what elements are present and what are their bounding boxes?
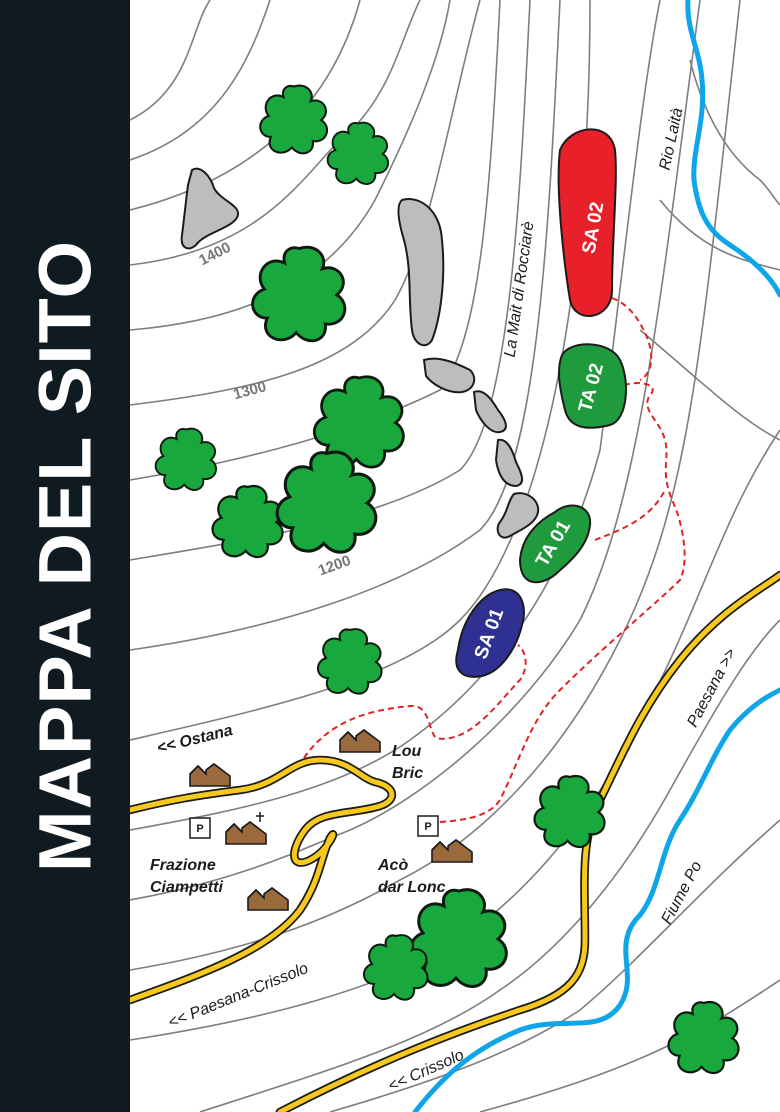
tree: [251, 245, 347, 343]
tree: [211, 484, 284, 559]
house-icon: [431, 839, 473, 863]
lou-bric-label-line1: Lou: [392, 743, 422, 760]
zones[interactable]: SA 02 TA 02 TA 01 SA 01: [455, 128, 627, 678]
frazione-label-line2: Ciampetti: [150, 879, 223, 896]
parking-sign: P: [189, 817, 211, 839]
lou-bric-label-line2: Bric: [392, 765, 423, 782]
frazione-label-line1: Frazione: [150, 857, 216, 874]
contour-label-1300: 1300: [232, 378, 269, 403]
zone-ta-01[interactable]: TA 01: [518, 504, 592, 584]
cross-icon: [256, 812, 264, 822]
fiume-po-label: Fiume Po: [658, 859, 705, 928]
paesana-crissolo-label: << Paesana-Crissolo: [166, 960, 311, 1032]
rock-formations: [180, 167, 540, 539]
house-icon: [225, 821, 267, 845]
mait-rocciare-label: La Mait di Rocciarè: [502, 220, 538, 358]
contour-lines: [130, 0, 780, 1112]
parking-icon: [189, 817, 211, 839]
tree: [154, 427, 218, 491]
tree: [316, 628, 383, 695]
tree: [326, 121, 390, 185]
ostana-label: << Ostana: [155, 722, 234, 757]
parking-sign: P: [417, 815, 439, 837]
buildings: [189, 729, 473, 911]
parking-label: P: [196, 823, 203, 835]
aco-label-line2: dar Lonc: [378, 879, 446, 896]
parking-signs: P P: [189, 815, 439, 839]
tree: [275, 450, 378, 554]
house-icon: [247, 887, 289, 911]
map-title: MAPPA DEL SITO: [23, 239, 107, 873]
zone-ta-02[interactable]: TA 02: [557, 343, 627, 429]
zone-sa-01[interactable]: SA 01: [455, 588, 525, 678]
roads: [130, 570, 780, 1112]
aco-label-line1: Acò: [377, 857, 408, 874]
trails: [303, 297, 686, 823]
trees: [154, 84, 740, 1075]
contour-label-1400: 1400: [196, 239, 233, 269]
tree: [533, 774, 606, 849]
site-map: P P SA 02 TA 02 TA 01 SA 01 1400 1300 12…: [130, 0, 780, 1112]
rivers: [412, 0, 780, 1112]
house-icon: [339, 729, 381, 753]
contour-label-1200: 1200: [316, 552, 353, 579]
house-icon: [189, 763, 231, 787]
sidebar: MAPPA DEL SITO: [0, 0, 130, 1112]
tree: [259, 84, 329, 155]
zone-sa-02[interactable]: SA 02: [557, 128, 617, 317]
parking-label: P: [424, 821, 431, 833]
parking-icon: [417, 815, 439, 837]
